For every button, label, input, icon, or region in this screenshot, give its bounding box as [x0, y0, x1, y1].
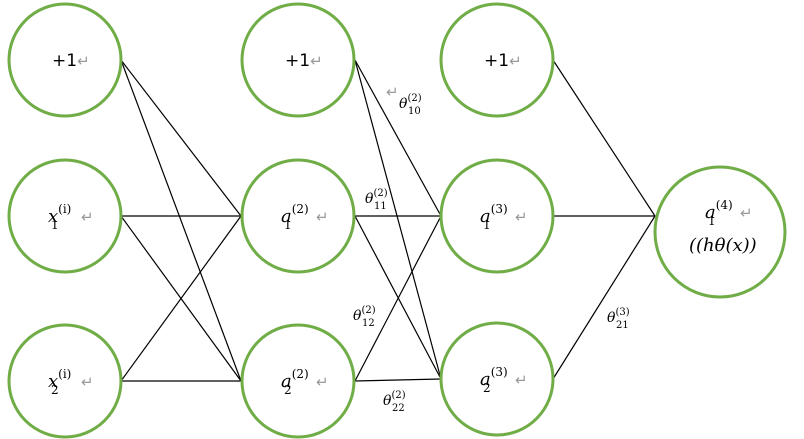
edge-bias1-a2_2	[120, 59, 242, 382]
return-mark: ↵	[310, 52, 323, 70]
label-bias-layer2-text: +1	[285, 51, 310, 71]
node-bias-layer2	[240, 2, 356, 118]
weight-theta22-2-sub: 22	[392, 403, 405, 414]
node-x1	[7, 158, 123, 274]
label-a1-layer2-base: a	[281, 206, 292, 227]
label-bias-layer3-text: +1	[484, 51, 509, 71]
weight-theta11-2-sup: (2)	[373, 188, 387, 199]
label-bias-layer1-text: +1	[52, 51, 77, 71]
node-a2-layer3	[439, 321, 555, 437]
label-a1-layer4: a(4)1 ↵	[705, 198, 753, 228]
label-x2-sub: 2	[51, 383, 59, 397]
label-a1-layer3: a(3)1 ↵	[480, 202, 528, 232]
return-mark: ↵	[386, 83, 399, 101]
return-mark: ↵	[515, 208, 528, 226]
node-a2-layer2	[240, 323, 356, 439]
label-a2-layer2-sup: (2)	[292, 367, 309, 381]
weight-theta22-2-sup: (2)	[391, 390, 405, 401]
node-bias-layer3	[439, 2, 555, 118]
weight-theta21-3-sup: (3)	[615, 307, 629, 318]
return-mark: ↵	[81, 208, 94, 226]
return-mark: ↵	[81, 373, 94, 391]
edge-a2_2-a1_3	[354, 215, 442, 382]
label-a2-layer2-sub: 2	[284, 383, 292, 397]
return-mark: ↵	[740, 204, 753, 222]
edges-layer1-to-layer2	[120, 59, 242, 382]
label-x1-sup: (i)	[58, 202, 71, 216]
node-bias-layer1	[7, 2, 123, 118]
weight-theta11-2: θ(2) 11	[365, 188, 388, 212]
label-a1-layer3-sub: 1	[483, 218, 491, 232]
label-a2-layer3-sup: (3)	[491, 365, 508, 379]
label-bias-layer3: +1↵	[484, 51, 522, 71]
weight-theta22-2-sym: θ	[383, 393, 392, 409]
edge-bias3-a1_4	[552, 59, 656, 217]
return-mark: ↵	[509, 52, 522, 70]
edge-bias2-a2_3	[354, 59, 442, 380]
weight-theta12-2-sup: (2)	[361, 305, 375, 316]
weight-theta11-2-sym: θ	[365, 191, 374, 207]
edge-bias1-a1_2	[120, 59, 242, 217]
label-a1-layer2-sub: 1	[284, 218, 292, 232]
label-a1-layer3-base: a	[480, 206, 491, 227]
edge-x2-a1_2	[120, 215, 242, 382]
weight-theta21-3-sym: θ	[607, 310, 616, 326]
return-mark: ↵	[316, 373, 329, 391]
label-a1-layer4-sub: 1	[708, 214, 716, 228]
weight-theta12-2: θ(2) 12	[353, 305, 376, 329]
weight-theta12-2-sym: θ	[353, 308, 362, 324]
weight-theta11-2-sub: 11	[374, 201, 387, 212]
weight-theta21-3-sub: 21	[616, 320, 629, 331]
edges-layer3-to-output	[552, 59, 656, 380]
label-a2-layer3: a(3)2 ↵	[480, 365, 528, 395]
weight-theta21-3: θ(3) 21	[607, 307, 630, 331]
label-x1: x(i) 1 ↵	[48, 202, 94, 232]
label-x2: x(i) 2 ↵	[48, 367, 94, 397]
weight-theta10-2-sym: θ	[399, 96, 408, 112]
weight-theta10-2-sup: (2)	[407, 93, 421, 104]
label-a2-layer2-base: a	[281, 371, 292, 392]
label-a1-layer4-sup: (4)	[716, 198, 733, 212]
label-bias-layer1: +1↵	[52, 51, 90, 71]
label-x1-sub: 1	[51, 218, 59, 232]
label-x2-base: x	[48, 371, 58, 392]
label-a1-layer3-sup: (3)	[491, 202, 508, 216]
label-a1-layer4-base: a	[705, 202, 716, 223]
label-a2-layer3-sub: 2	[483, 381, 491, 395]
nodes	[7, 2, 787, 439]
edge-a2_2-a2_3	[354, 378, 442, 382]
node-x2	[7, 323, 123, 439]
label-a1-layer4-hypothesis: ((hθ(x))	[689, 235, 757, 256]
weight-theta10-2-sub: 10	[408, 106, 421, 117]
return-mark: ↵	[316, 208, 329, 226]
weight-theta12-2-sub: 12	[362, 318, 375, 329]
weight-theta10-2: ↵θ(2) 10	[386, 83, 422, 117]
edge-a2_3-a1_4	[552, 215, 656, 380]
label-a2-layer3-base: a	[480, 369, 491, 390]
edge-bias2-a1_3	[354, 59, 442, 217]
node-a1-layer4-output	[653, 165, 787, 299]
label-a1-layer2-sup: (2)	[292, 202, 309, 216]
label-a1-layer2: a(2)1 ↵	[281, 202, 329, 232]
edges-layer2-to-layer3	[354, 59, 442, 382]
return-mark: ↵	[77, 52, 90, 70]
node-a1-layer3	[439, 158, 555, 274]
node-a1-layer2	[240, 158, 356, 274]
return-mark: ↵	[515, 371, 528, 389]
label-x2-sup: (i)	[58, 367, 71, 381]
label-a2-layer2: a(2)2 ↵	[281, 367, 329, 397]
label-x1-base: x	[48, 206, 58, 227]
weight-theta22-2: θ(2) 22	[383, 390, 406, 414]
label-bias-layer2: +1↵	[285, 51, 323, 71]
